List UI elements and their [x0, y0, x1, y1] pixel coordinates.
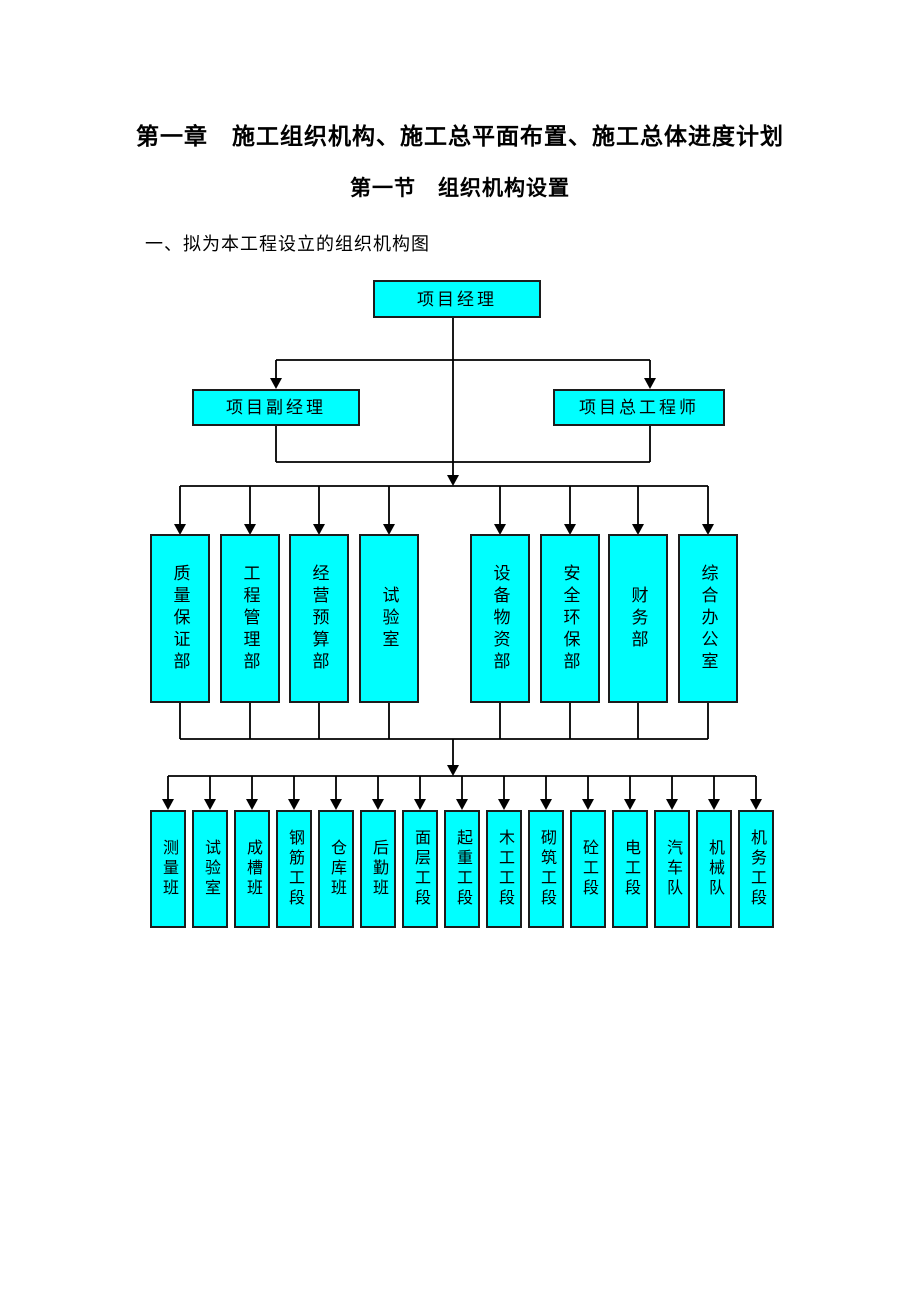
org-node-label: 测量班 [160, 839, 177, 899]
org-node-chief-engineer: 项目总工程师 [553, 389, 725, 426]
org-node-laboratory: 试验室 [359, 534, 419, 703]
org-node-project-manager: 项目经理 [373, 280, 541, 318]
org-node-label: 安全环保部 [560, 563, 580, 674]
org-node-lifting-section: 起重工段 [444, 810, 480, 928]
org-node-label: 设备物资部 [490, 563, 510, 674]
org-node-label: 工程管理部 [240, 563, 260, 674]
org-node-masonry-section: 砌筑工段 [528, 810, 564, 928]
org-node-label: 质量保证部 [170, 563, 190, 674]
org-node-label: 仓库班 [328, 839, 345, 899]
org-node-label: 机械队 [706, 839, 723, 899]
org-node-general-office: 综合办公室 [678, 534, 738, 703]
org-node-machinery-team: 机械队 [696, 810, 732, 928]
org-node-surface-layer-section: 面层工段 [402, 810, 438, 928]
org-node-label: 面层工段 [412, 829, 429, 909]
org-node-label: 经营预算部 [309, 563, 329, 674]
org-node-survey-team: 测量班 [150, 810, 186, 928]
org-node-warehouse-team: 仓库班 [318, 810, 354, 928]
org-node-label: 砌筑工段 [538, 829, 555, 909]
intro-text: 一、拟为本工程设立的组织机构图 [145, 234, 430, 254]
org-node-engineering-management-dept: 工程管理部 [220, 534, 280, 703]
org-node-operation-budget-dept: 经营预算部 [289, 534, 349, 703]
org-node-label: 后勤班 [370, 839, 387, 899]
org-node-label: 汽车队 [664, 839, 681, 899]
org-node-finance-dept: 财务部 [608, 534, 668, 703]
org-node-label: 机务工段 [748, 829, 765, 909]
org-node-motorcade: 汽车队 [654, 810, 690, 928]
org-node-electrician-section: 电工段 [612, 810, 648, 928]
org-node-trenching-team: 成槽班 [234, 810, 270, 928]
org-node-label: 成槽班 [244, 839, 261, 899]
org-node-label: 项目副经理 [226, 398, 326, 417]
org-node-logistics-team: 后勤班 [360, 810, 396, 928]
org-node-safety-environment-dept: 安全环保部 [540, 534, 600, 703]
org-node-label: 项目经理 [417, 289, 497, 309]
org-node-label: 钢筋工段 [286, 829, 303, 909]
org-node-carpentry-section: 木工工段 [486, 810, 522, 928]
section-title: 第一节 组织机构设置 [350, 176, 570, 200]
org-node-deputy-project-manager: 项目副经理 [192, 389, 360, 426]
chapter-title: 第一章 施工组织机构、施工总平面布置、施工总体进度计划 [136, 124, 784, 149]
org-node-label: 项目总工程师 [579, 398, 699, 417]
org-node-machine-service-section: 机务工段 [738, 810, 774, 928]
org-node-concrete-section: 砼工段 [570, 810, 606, 928]
org-node-label: 起重工段 [454, 829, 471, 909]
org-node-test-lab-team: 试验室 [192, 810, 228, 928]
org-node-label: 砼工段 [580, 839, 597, 899]
org-node-equipment-materials-dept: 设备物资部 [470, 534, 530, 703]
connector-level2-level3 [174, 426, 714, 535]
org-node-label: 电工段 [622, 839, 639, 899]
connector-level3-level4 [162, 703, 762, 810]
org-node-label: 试验室 [202, 839, 219, 899]
org-node-label: 木工工段 [496, 829, 513, 909]
org-node-quality-assurance-dept: 质量保证部 [150, 534, 210, 703]
org-node-label: 财务部 [628, 585, 648, 652]
org-node-label: 综合办公室 [698, 563, 718, 674]
org-node-rebar-section: 钢筋工段 [276, 810, 312, 928]
org-node-label: 试验室 [379, 585, 399, 652]
